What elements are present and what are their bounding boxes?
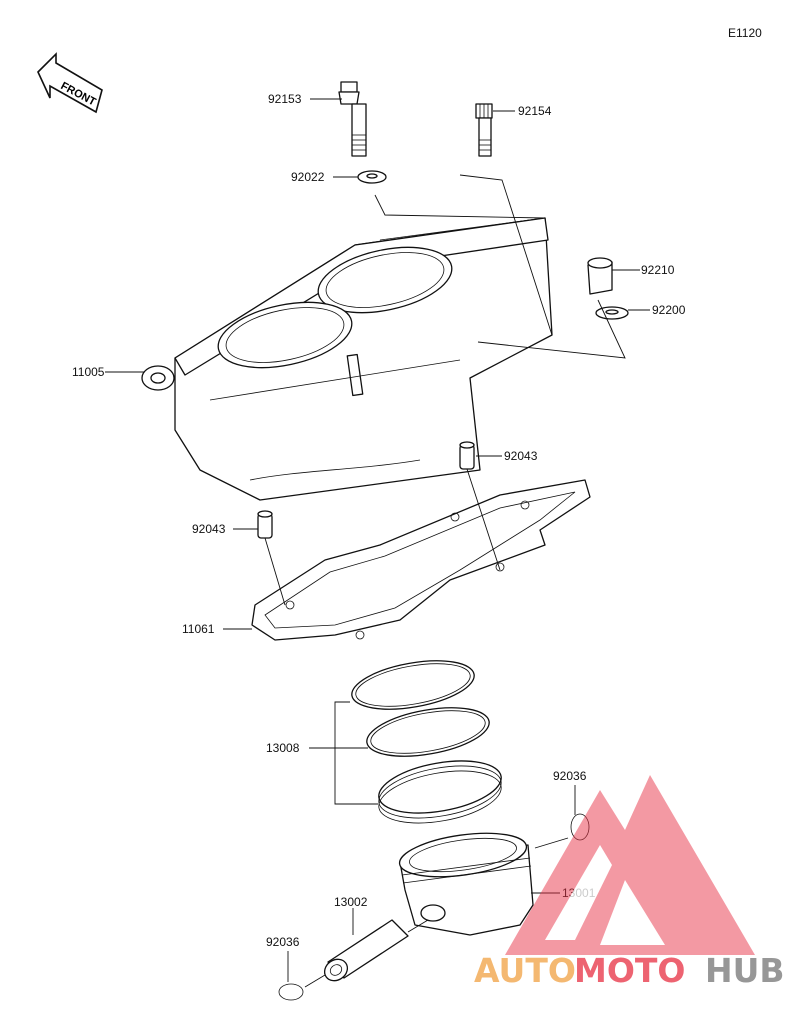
- cylinder-gasket-11061: [251, 479, 591, 641]
- bolt-92154: [475, 103, 493, 157]
- piston-pin-13002: [323, 919, 409, 982]
- label-92200: 92200: [652, 303, 686, 317]
- label-92043-left: 92043: [192, 522, 226, 536]
- label-92210: 92210: [641, 263, 675, 277]
- watermark-part2: MOTO: [574, 951, 685, 990]
- washer-92200: [595, 306, 629, 320]
- dowel-92043-left: [257, 510, 273, 539]
- watermark-logo: AUTO MOTO HUB: [474, 775, 785, 990]
- label-92154: 92154: [518, 104, 552, 118]
- bolt-92153: [338, 81, 367, 157]
- label-13008: 13008: [266, 741, 300, 755]
- label-92036-right: 92036: [553, 769, 587, 783]
- dowel-92043-right: [459, 441, 475, 470]
- label-92153: 92153: [268, 92, 302, 106]
- label-11005: 11005: [72, 365, 105, 379]
- label-92022: 92022: [291, 170, 325, 184]
- front-arrow-icon: FRONT: [37, 52, 103, 114]
- piston-13001: [398, 832, 534, 936]
- piston-ring-set-13008: [351, 660, 502, 824]
- watermark-part3: HUB: [705, 951, 785, 990]
- circlip-92036-left: [278, 983, 304, 1001]
- watermark-part1: AUTO: [474, 951, 576, 990]
- label-13002: 13002: [334, 895, 368, 909]
- label-11061: 11061: [182, 622, 215, 636]
- label-92043-right: 92043: [504, 449, 538, 463]
- washer-92022: [357, 170, 387, 184]
- sleeve-92210: [587, 257, 613, 295]
- leader-lines: [105, 98, 650, 988]
- cylinder-block-11005: [141, 217, 553, 501]
- label-92036-left: 92036: [266, 935, 300, 949]
- diagram-code: E1120: [728, 26, 762, 40]
